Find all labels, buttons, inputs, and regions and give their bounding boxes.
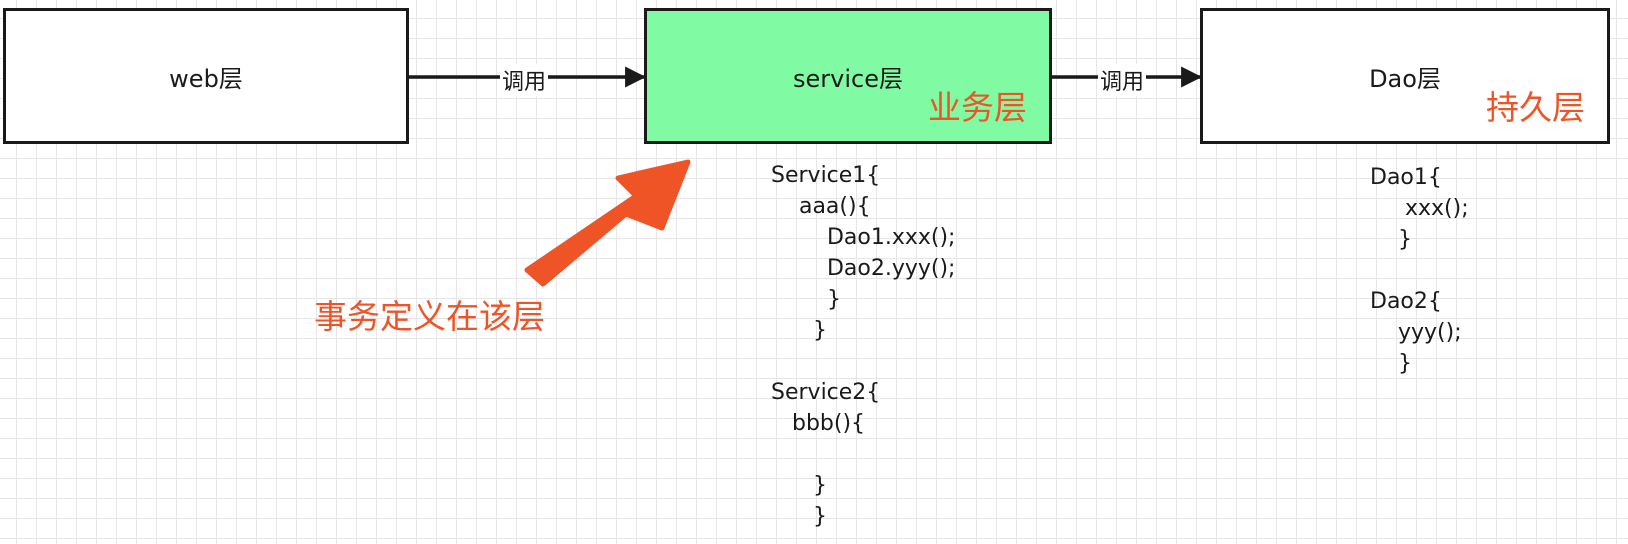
service-code-block: Service1{ aaa(){ Dao1.xxx(); Dao2.yyy();…: [771, 163, 956, 529]
dao-layer-title: Dao层: [1369, 64, 1441, 93]
persistence-layer-tag: 持久层: [1486, 88, 1585, 127]
service-layer-title: service层: [793, 64, 903, 93]
business-layer-tag: 业务层: [928, 88, 1027, 127]
callout-arrow: [524, 159, 691, 287]
service-layer-box: service层 业务层: [644, 8, 1052, 144]
edge-label-service-dao: 调用: [1098, 64, 1147, 96]
web-layer-box: web层: [3, 8, 409, 144]
dao-layer-box: Dao层 持久层: [1200, 8, 1610, 144]
transaction-callout: 事务定义在该层: [314, 297, 545, 336]
dao-code-block: Dao1{ xxx(); } Dao2{ yyy(); }: [1370, 165, 1469, 376]
web-layer-title: web层: [169, 64, 243, 93]
edge-label-web-service: 调用: [500, 64, 549, 96]
